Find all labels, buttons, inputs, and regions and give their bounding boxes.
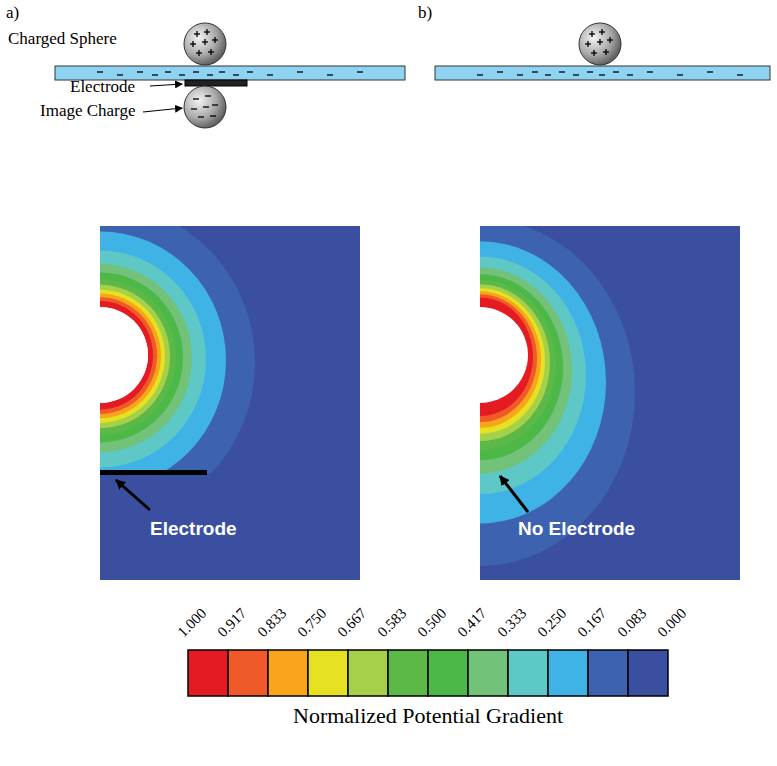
tick-label: 0.833 (254, 605, 290, 641)
part-label: Image Charge (40, 102, 136, 121)
electrode-line (100, 470, 207, 475)
colour-bar (188, 650, 668, 696)
axis-title: Normalized Potential Gradient (293, 704, 563, 728)
image-charge (184, 86, 226, 128)
charged-sphere (579, 23, 621, 65)
tick-label: 0.667 (334, 605, 370, 641)
leader-line (143, 108, 182, 112)
contours (480, 226, 635, 566)
tick-label: 0.417 (454, 605, 490, 641)
leader-line (150, 84, 182, 86)
leader-line (116, 480, 150, 510)
part-label: Electrode (150, 519, 237, 540)
tick-label: 0.167 (574, 605, 610, 641)
tick-label: 0.500 (414, 605, 450, 641)
electrode (185, 80, 247, 86)
tick-label: 0.917 (214, 605, 250, 641)
tick-label: 0.083 (614, 605, 650, 641)
leader-line (500, 476, 528, 512)
part-label: a) (6, 4, 19, 23)
charge-signs (97, 29, 743, 117)
tick-label: 0.750 (294, 605, 330, 641)
tick-label: 0.000 (654, 605, 690, 641)
charged-sphere (184, 23, 226, 65)
tick-label: 0.333 (494, 605, 530, 641)
dielectric-plate (435, 66, 770, 80)
part-label: Electrode (70, 78, 135, 97)
tick-label: 0.250 (534, 605, 570, 641)
contours (100, 226, 255, 521)
part-label: Charged Sphere (8, 30, 117, 49)
part-label: No Electrode (518, 519, 635, 540)
tick-label: 1.000 (174, 605, 210, 641)
part-label: b) (418, 4, 432, 23)
tick-label: 0.583 (374, 605, 410, 641)
